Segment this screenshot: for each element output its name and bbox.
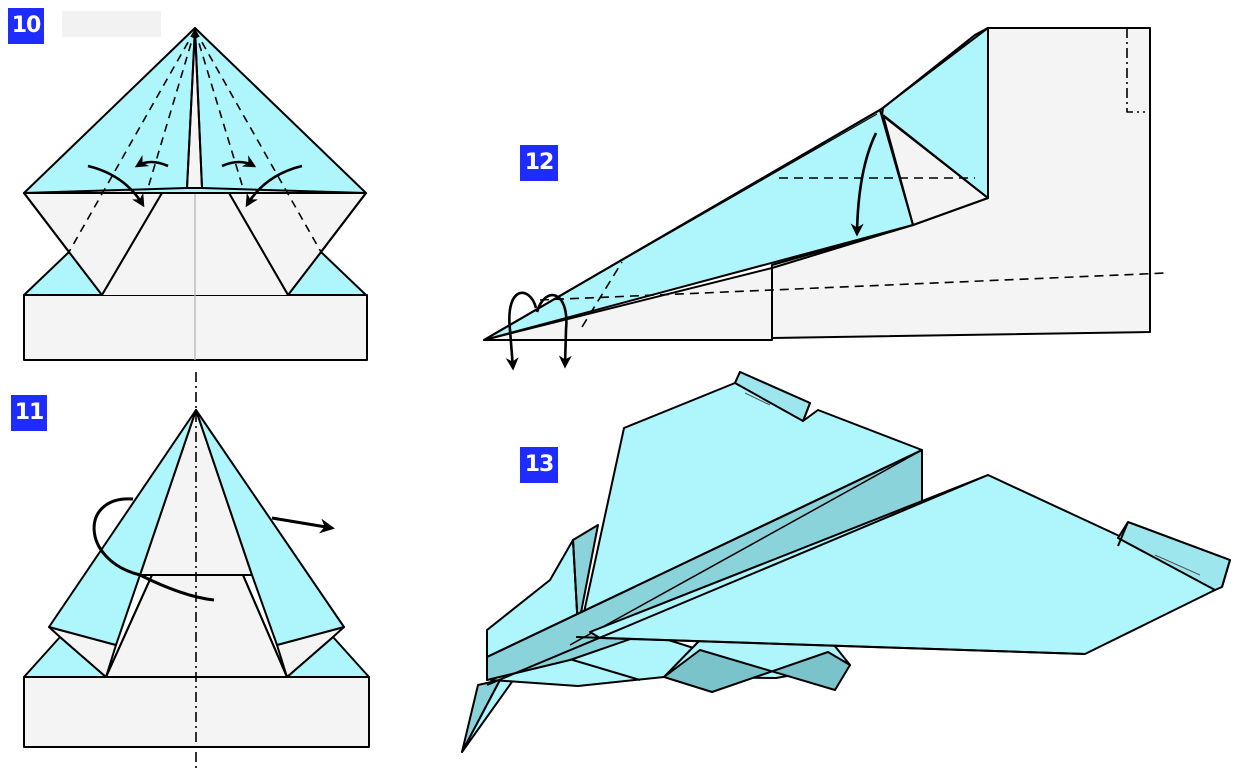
step-11-turn-arrow-back [92, 497, 215, 602]
step-10-valley-fold-lines [68, 29, 322, 253]
step-10-right-outer-arrow [245, 164, 303, 208]
step-11-turn-arrow-front [271, 516, 335, 534]
step-10-badge: 10 [8, 8, 44, 44]
step-12-badge: 12 [520, 145, 558, 181]
step-12-fold-down-arrow [850, 132, 878, 237]
step-11-badge: 11 [11, 395, 47, 431]
step-10-left-outer-arrow [87, 164, 145, 208]
step-10-diagram [23, 27, 368, 361]
step-12-nose-reverse-arrows [505, 291, 572, 371]
step-11-left-blue-flap [48, 409, 197, 646]
step-10-right-inner-arrow [221, 155, 257, 168]
step-11-diagram [23, 372, 370, 771]
step-10-blank-label [62, 11, 161, 37]
step-12-diagram [483, 27, 1167, 371]
step-11-right-blue-flap [195, 409, 345, 646]
step-13-under-fuselage [663, 649, 851, 693]
step-10-left-inner-arrow [134, 155, 169, 168]
step-10-fold-arrows [87, 155, 303, 208]
step-12-tail-dash-dot-line [1126, 28, 1145, 113]
step-13-badge: 13 [520, 447, 558, 483]
step-12-lower-body [483, 267, 773, 341]
step-13-diagram [461, 371, 1231, 753]
